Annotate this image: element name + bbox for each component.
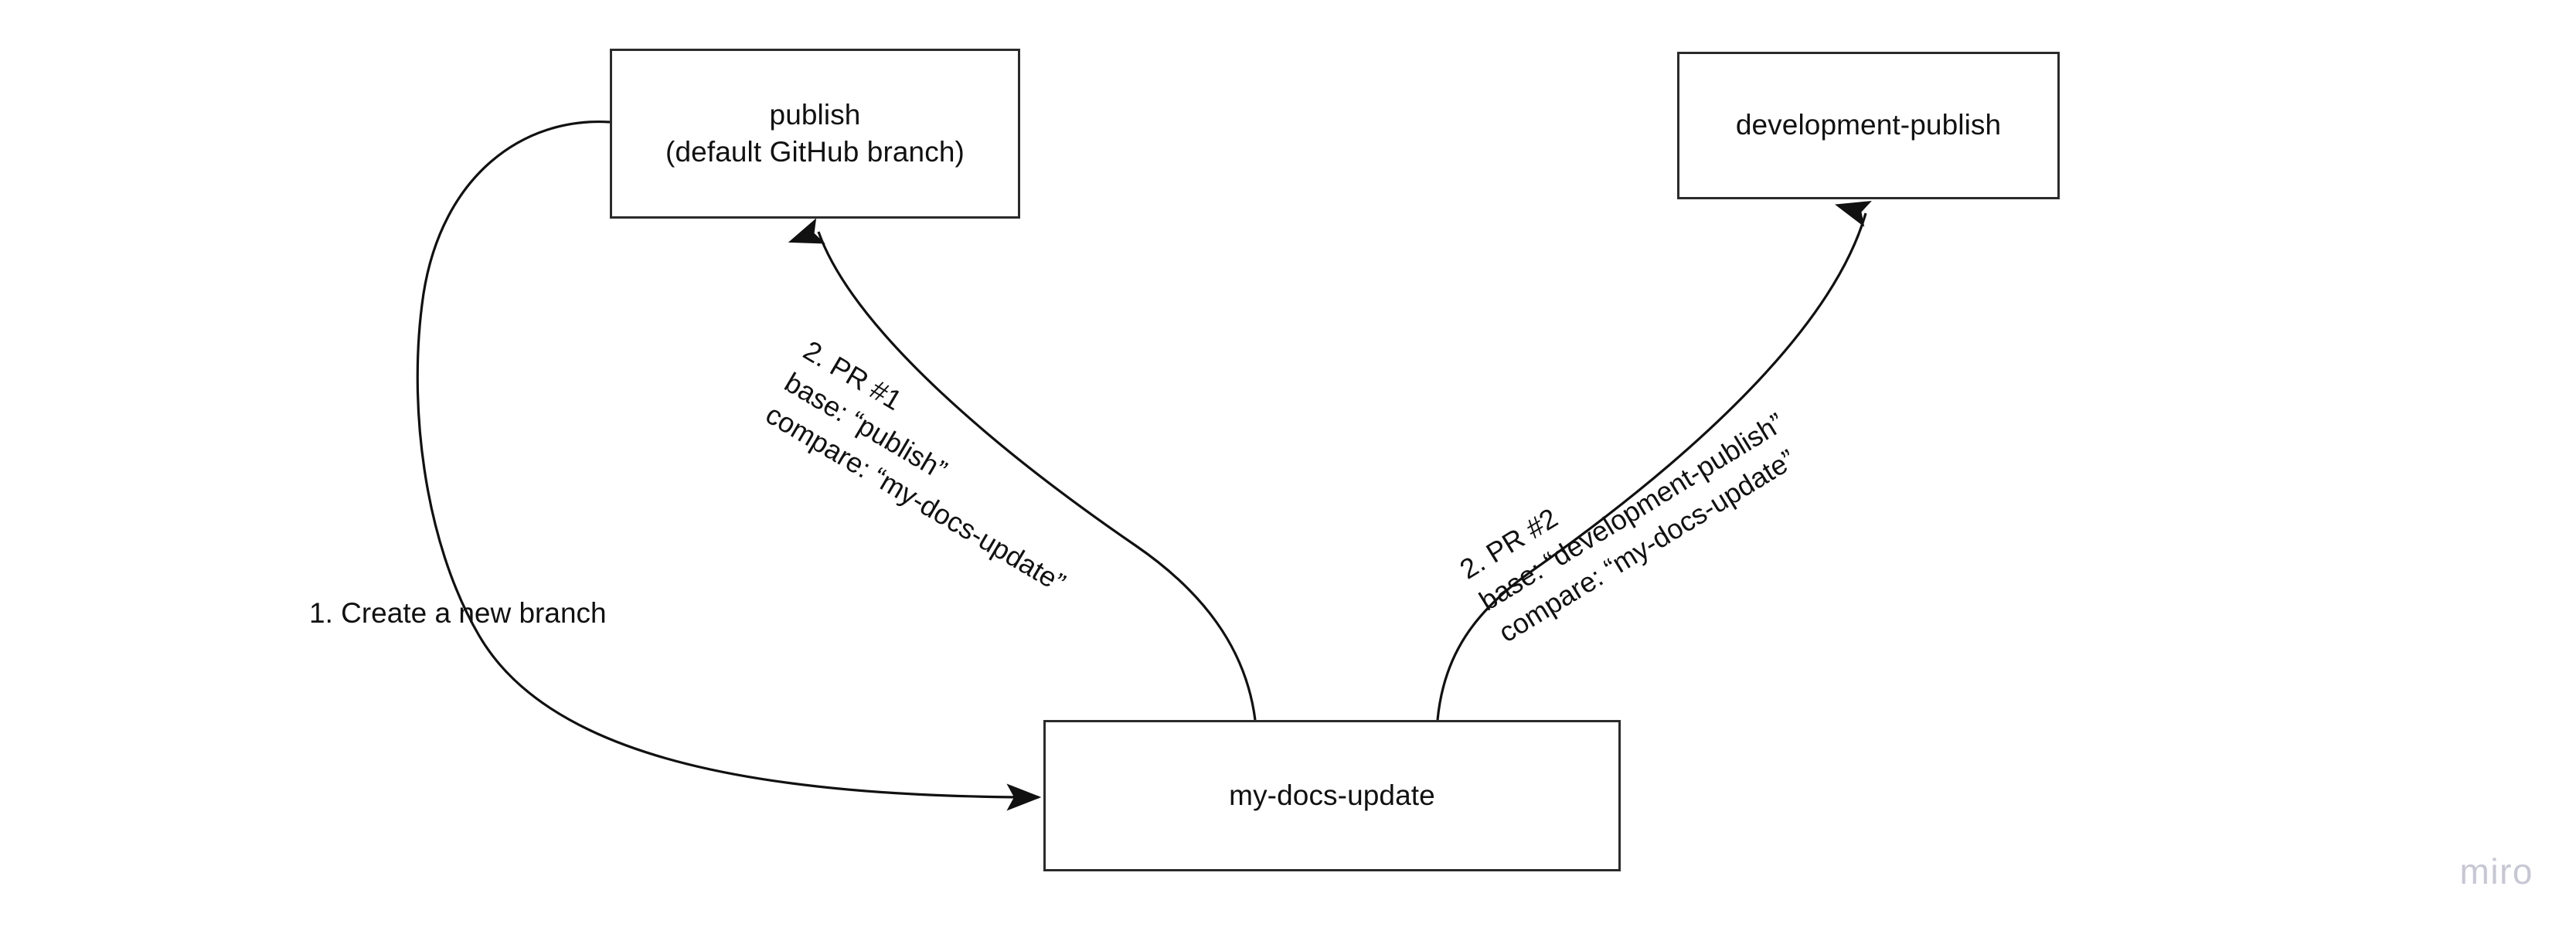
- edge-label-create-branch: 1. Create a new branch: [309, 597, 607, 629]
- edge-create-branch-path: [416, 120, 1042, 811]
- node-development-publish[interactable]: development-publish: [1677, 52, 2060, 199]
- node-my-docs-update[interactable]: my-docs-update: [1043, 720, 1621, 871]
- miro-watermark: miro: [2459, 851, 2533, 891]
- node-publish-label: publish (default GitHub branch): [665, 98, 965, 168]
- node-my-docs-update-label: my-docs-update: [1229, 779, 1435, 811]
- edge-pr1-path: [788, 218, 1257, 721]
- node-development-publish-label: development-publish: [1735, 109, 2002, 141]
- edge-pr2-path: [1436, 200, 1872, 721]
- node-publish[interactable]: publish (default GitHub branch): [610, 49, 1020, 219]
